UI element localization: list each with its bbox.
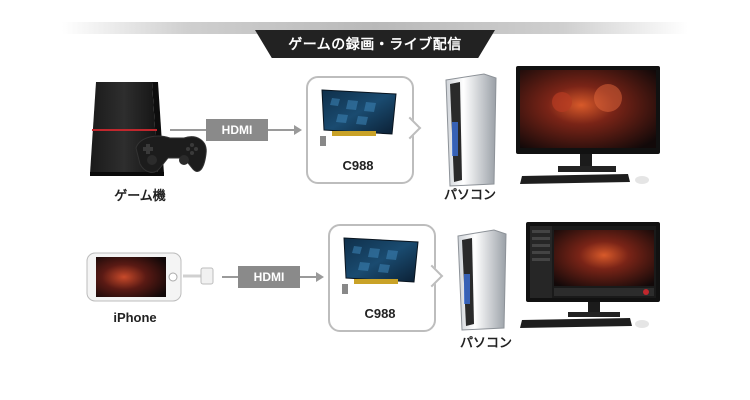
target-label-pc: パソコン bbox=[443, 187, 496, 202]
capture-card-label: C988 bbox=[342, 158, 374, 173]
capture-card-label: C988 bbox=[364, 306, 396, 321]
source-label-game-console: ゲーム機 bbox=[114, 188, 166, 203]
hdmi-connection-label: HDMI bbox=[238, 266, 300, 288]
game-console-image bbox=[90, 82, 207, 176]
header-divider bbox=[62, 22, 688, 34]
target-label-pc: パソコン bbox=[459, 335, 512, 350]
arrow-right-icon bbox=[294, 125, 302, 135]
source-label-iphone: iPhone bbox=[113, 310, 157, 325]
capture-card-image bbox=[320, 89, 397, 146]
adapter-image bbox=[183, 267, 214, 285]
capture-card-image bbox=[342, 237, 419, 294]
iphone-image bbox=[86, 252, 182, 302]
arrow-right-icon bbox=[316, 272, 324, 282]
pc-image bbox=[457, 222, 660, 331]
hdmi-connection-label: HDMI bbox=[206, 119, 268, 141]
page-title: ゲームの録画・ライブ配信 bbox=[255, 30, 495, 58]
pc-image bbox=[445, 66, 660, 187]
